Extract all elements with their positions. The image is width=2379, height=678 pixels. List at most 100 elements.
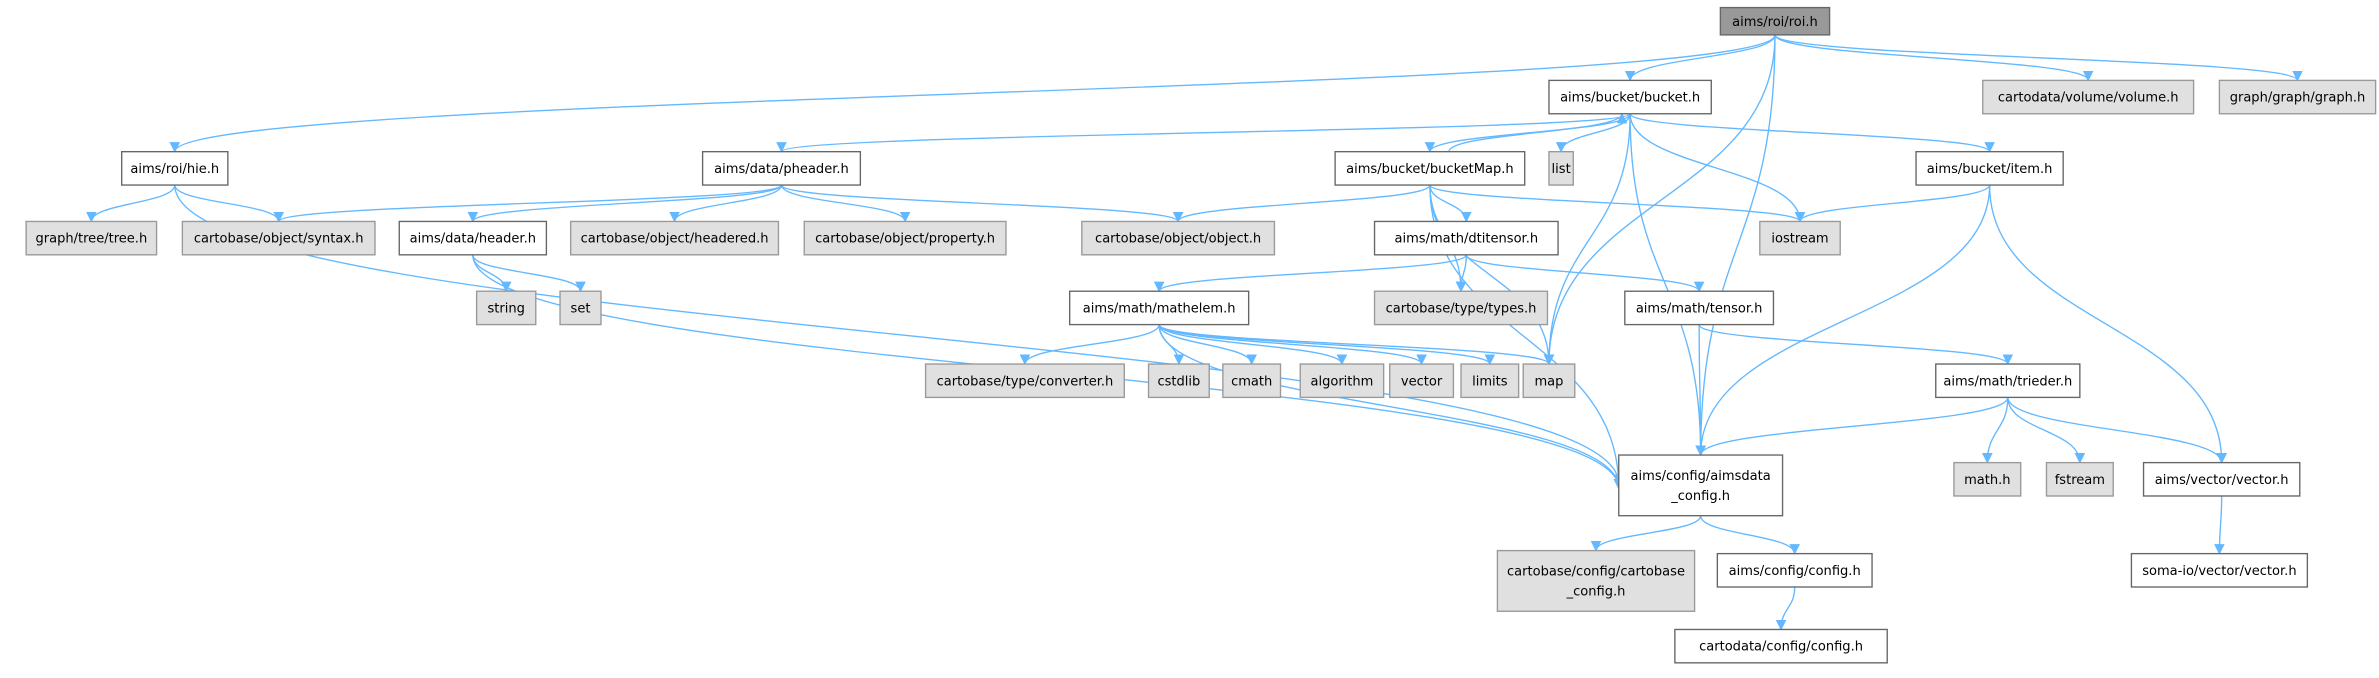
node-pheader[interactable]: aims/data/pheader.h [701, 150, 862, 186]
node-box [1674, 628, 1888, 664]
node-label: list [1552, 162, 1571, 177]
node-header[interactable]: aims/data/header.h [398, 220, 548, 256]
node-label: aims/data/header.h [410, 232, 536, 247]
node-label: aims/roi/roi.h [1732, 15, 1818, 30]
node-label: limits [1472, 374, 1508, 389]
node-box [1460, 363, 1520, 399]
node-box [1915, 150, 2064, 186]
edge-hie-to-syntax [174, 184, 284, 223]
edges-layer [86, 34, 2303, 631]
edge-mathelem-to-limits [1158, 323, 1495, 366]
node-aimsvector[interactable]: aims/vector/vector.h [2142, 461, 2301, 497]
edge-trieder-to-mathh [1982, 397, 2009, 464]
node-types: cartobase/type/types.h [1373, 290, 1549, 326]
node-box [1716, 552, 1873, 588]
node-box [1548, 79, 1712, 115]
node-cdconfig[interactable]: cartodata/config/config.h [1674, 628, 1888, 664]
node-cmath: cmath [1222, 363, 1282, 399]
node-label: cartodata/config/config.h [1699, 640, 1863, 655]
edge-mathelem-to-aimsdata [1158, 324, 1625, 490]
node-box [181, 220, 376, 256]
edge-roi-to-graph [1774, 34, 2303, 82]
node-label: cartodata/volume/volume.h [1998, 91, 2179, 106]
node-mathelem[interactable]: aims/math/mathelem.h [1068, 290, 1250, 326]
node-volume: cartodata/volume/volume.h [1982, 79, 2195, 115]
node-label: cartobase/object/object.h [1095, 232, 1261, 247]
node-box [121, 150, 229, 186]
node-box [559, 290, 602, 326]
node-box [1389, 363, 1455, 399]
edge-bucket-to-item [1629, 113, 1995, 153]
node-syntax: cartobase/object/syntax.h [181, 220, 376, 256]
edge-roi-to-hie [169, 34, 1776, 153]
node-label: math.h [1964, 473, 2010, 488]
edge-bucket-to-list [1555, 113, 1631, 153]
node-graph: graph/graph/graph.h [2218, 79, 2377, 115]
edge-pheader-to-object [780, 184, 1184, 223]
node-label: graph/graph/graph.h [2230, 91, 2366, 106]
node-box [1496, 549, 1696, 612]
node-label: string [487, 301, 524, 316]
node-box [398, 220, 548, 256]
edge-trieder-to-aimsdata [1695, 397, 2009, 457]
node-bucket[interactable]: aims/bucket/bucket.h [1548, 79, 1712, 115]
node-list: list [1548, 150, 1574, 186]
node-label: aims/math/trieder.h [1943, 374, 2072, 389]
node-aimsconfig[interactable]: aims/config/config.h [1716, 552, 1873, 588]
edge-roi-to-map [1543, 34, 1776, 366]
node-string: string [475, 290, 537, 326]
node-box [1373, 220, 1559, 256]
edge-bucket-to-iostream [1629, 113, 1806, 223]
node-roi[interactable]: aims/roi/roi.h [1719, 6, 1831, 36]
edge-bucketMap-to-iostream [1429, 184, 1806, 223]
edge-mathelem-to-cmath [1158, 324, 1257, 366]
node-box [1522, 363, 1576, 399]
node-somavector[interactable]: soma-io/vector/vector.h [2130, 552, 2309, 588]
node-box [803, 220, 1007, 256]
node-tensor[interactable]: aims/math/tensor.h [1624, 290, 1775, 326]
node-dtitensor[interactable]: aims/math/dtitensor.h [1373, 220, 1559, 256]
node-box [569, 220, 780, 256]
node-label: graph/tree/tree.h [35, 232, 147, 247]
node-hie[interactable]: aims/roi/hie.h [121, 150, 229, 186]
node-bucketMap[interactable]: aims/bucket/bucketMap.h [1334, 150, 1526, 186]
node-limits: limits [1460, 363, 1520, 399]
edge-bucketMap-to-object [1172, 184, 1431, 223]
edge-mathelem-to-vector [1158, 324, 1427, 366]
node-algorithm: algorithm [1299, 363, 1385, 399]
node-trieder[interactable]: aims/math/trieder.h [1935, 363, 2081, 399]
edge-pheader-to-property [780, 184, 911, 223]
node-label: aims/data/pheader.h [714, 162, 849, 177]
node-box [475, 290, 537, 326]
edge-pheader-to-headered [669, 184, 783, 223]
node-label: _config.h [1566, 584, 1626, 599]
edge-bucket-to-map [1543, 113, 1631, 366]
node-box [1334, 150, 1526, 186]
node-mathh: math.h [1953, 461, 2022, 497]
edge-trieder-to-aimsvector [2007, 397, 2227, 464]
edge-mathelem-to-algorithm [1158, 324, 1348, 366]
node-item[interactable]: aims/bucket/item.h [1915, 150, 2064, 186]
edge-roi-to-aimsdata [1695, 34, 1776, 457]
edge-mathelem-to-converter [1019, 324, 1160, 366]
node-box [25, 220, 158, 256]
node-box [1935, 363, 2081, 399]
node-box [2130, 552, 2309, 588]
edge-dtitensor-to-tensor [1465, 254, 1705, 293]
node-box [2142, 461, 2301, 497]
node-cbconfig: cartobase/config/cartobase_config.h [1496, 549, 1696, 612]
node-box [1147, 363, 1210, 399]
edge-bucketMap-to-dtitensor [1429, 184, 1472, 223]
edge-mathelem-to-map [1158, 323, 1555, 366]
edge-header-to-set [472, 254, 586, 293]
node-box [1222, 363, 1282, 399]
node-label: aims/config/aimsdata [1631, 469, 1771, 484]
node-aimsdata[interactable]: aims/config/aimsdata_config.h [1618, 454, 1784, 517]
edge-item-to-iostream [1794, 184, 1991, 223]
node-label: aims/math/dtitensor.h [1394, 232, 1538, 247]
edge-item-to-aimsvector [1988, 185, 2227, 464]
node-box [1953, 461, 2022, 497]
node-cstdlib: cstdlib [1147, 363, 1210, 399]
node-box [1759, 220, 1841, 256]
